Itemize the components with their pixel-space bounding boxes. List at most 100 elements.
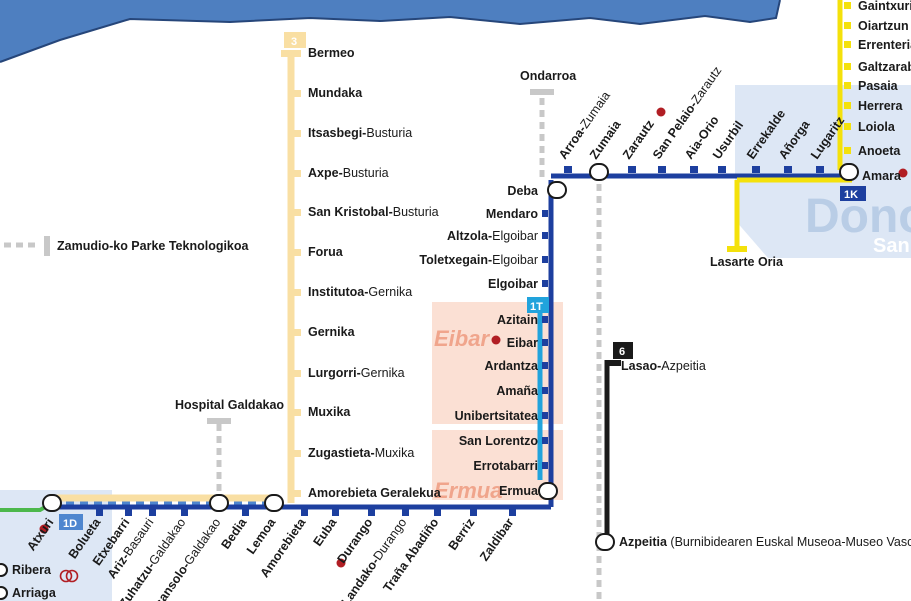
line-3-stop-mark (294, 329, 301, 336)
badge-line-6-text: 6 (619, 346, 625, 358)
bottom-stop-mark (470, 509, 477, 516)
station-lasarte-oria: Lasarte Oria (710, 255, 784, 269)
bottom-stop-mark (96, 509, 103, 516)
line-3-stop-mark (294, 90, 301, 97)
top-stop-mark (784, 166, 792, 173)
vertical-stop-mark (542, 387, 548, 394)
station-ardantza: Ardantza (485, 359, 540, 373)
right-stop-mark (844, 41, 851, 48)
transfer-icon (59, 569, 79, 583)
station-elgoibar: Elgoibar (488, 277, 538, 291)
vertical-stop-mark (542, 316, 548, 323)
station-ermua: Ermua (499, 484, 539, 498)
station-galtzaraborda: Galtzaraborda (858, 60, 911, 74)
station-muxika: Muxika (308, 405, 351, 419)
top-stop-mark (690, 166, 698, 173)
poi-dot-amara (898, 168, 908, 178)
station-berriz: Berriz (446, 516, 478, 553)
station-arriaga: Arriaga (12, 586, 57, 600)
vertical-stop-mark (542, 232, 548, 239)
bottom-stop-mark (242, 509, 249, 516)
station-ribera: Ribera (12, 563, 52, 577)
interchange-ermua (538, 482, 558, 500)
badge-line-1d-text: 1D (63, 518, 77, 530)
station-deba: Deba (507, 184, 539, 198)
line-3-stop-mark (294, 490, 301, 497)
badge-line-1t: 1T (527, 297, 549, 313)
sea-area (0, 0, 780, 62)
vertical-stop-mark (542, 462, 548, 469)
right-stop-mark (844, 123, 851, 130)
station-amara: Amara (862, 169, 902, 183)
hospital-terminal (207, 418, 231, 424)
station-san-kristobal-busturia: San Kristobal-Busturia (308, 205, 439, 219)
station-oiartzun: Oiartzun (858, 19, 909, 33)
interchange-lemoa (264, 494, 284, 512)
station-eibar: Eibar (507, 336, 538, 350)
station-bermeo: Bermeo (308, 46, 355, 60)
station-toletxegain-elgoibar: Toletxegain-Elgoibar (419, 253, 538, 267)
bottom-stop-mark (149, 509, 156, 516)
line-3-stop-mark (294, 130, 301, 137)
right-stop-mark (844, 63, 851, 70)
station-azpeitia: Azpeitia (Burnibidearen Euskal Museoa-Mu… (619, 535, 911, 549)
line-3-stop-mark (294, 170, 301, 177)
station-forua: Forua (308, 245, 344, 259)
vertical-stop-mark (542, 412, 548, 419)
badge-line-3: 3 (284, 32, 306, 48)
line-3-stop-mark (294, 249, 301, 256)
station-axpe-busturia: Axpe-Busturia (308, 166, 389, 180)
bottom-stop-mark (332, 509, 339, 516)
interchange-arriaga (0, 586, 8, 600)
bottom-stop-mark (181, 509, 188, 516)
station-itsasbegi-busturia: Itsasbegi-Busturia (308, 126, 412, 140)
poi-dot-durango (336, 558, 346, 568)
station-errotabarri: Errotabarri (473, 459, 538, 473)
interchange-amara (839, 163, 859, 181)
interchange-ribera (0, 563, 8, 577)
station-unibertsitatea: Unibertsitatea (455, 409, 539, 423)
poi-dot-atxuri (39, 524, 49, 534)
bottom-stop-mark (434, 509, 441, 516)
right-stop-mark (844, 147, 851, 154)
bottom-stop-mark (125, 509, 132, 516)
interchange-azpeitia (595, 533, 615, 551)
badge-line-3-text: 3 (291, 36, 297, 48)
station-institutoa-gernika: Institutoa-Gernika (308, 285, 412, 299)
vertical-stop-mark (542, 280, 548, 287)
station-euba: Euba (310, 515, 340, 549)
top-stop-mark (816, 166, 824, 173)
station-gernika: Gernika (308, 325, 356, 339)
vertical-stop-mark (542, 256, 548, 263)
vertical-stop-mark (542, 210, 548, 217)
top-stop-mark (658, 166, 666, 173)
station-loiola: Loiola (858, 120, 896, 134)
station-lasao-azpeitia: Lasao-Azpeitia (621, 359, 706, 373)
station-zaldibar: Zaldibar (477, 516, 516, 564)
right-stop-mark (844, 2, 851, 9)
poi-dot-zarautz (656, 107, 666, 117)
station-errenteria: Errenteria (858, 38, 911, 52)
interchange-deba (547, 181, 567, 199)
top-stop-mark (752, 166, 760, 173)
badge-line-6: 6 (613, 342, 633, 359)
bottom-stop-mark (402, 509, 409, 516)
label-hospital-galdakao: Hospital Galdakao (175, 398, 284, 412)
line-3-top-cap (281, 50, 301, 57)
station-mendaro: Mendaro (486, 207, 538, 221)
line-3-stop-mark (294, 209, 301, 216)
station-san-lorentzo: San Lorentzo (459, 434, 539, 448)
right-stop-mark (844, 102, 851, 109)
label-ondarroa: Ondarroa (520, 69, 577, 83)
station-amana: Amaña (496, 384, 539, 398)
station-azitain: Azitain (497, 313, 538, 327)
right-stop-mark (844, 22, 851, 29)
station-altzola-elgoibar: Altzola-Elgoibar (447, 229, 538, 243)
vertical-stop-mark (542, 339, 548, 346)
badge-line-1k-text: 1K (844, 189, 858, 201)
station-zugastieta-muxika: Zugastieta-Muxika (308, 446, 414, 460)
interchange-usansolo (209, 494, 229, 512)
line-3-stop-mark (294, 450, 301, 457)
top-stop-mark (564, 166, 572, 173)
